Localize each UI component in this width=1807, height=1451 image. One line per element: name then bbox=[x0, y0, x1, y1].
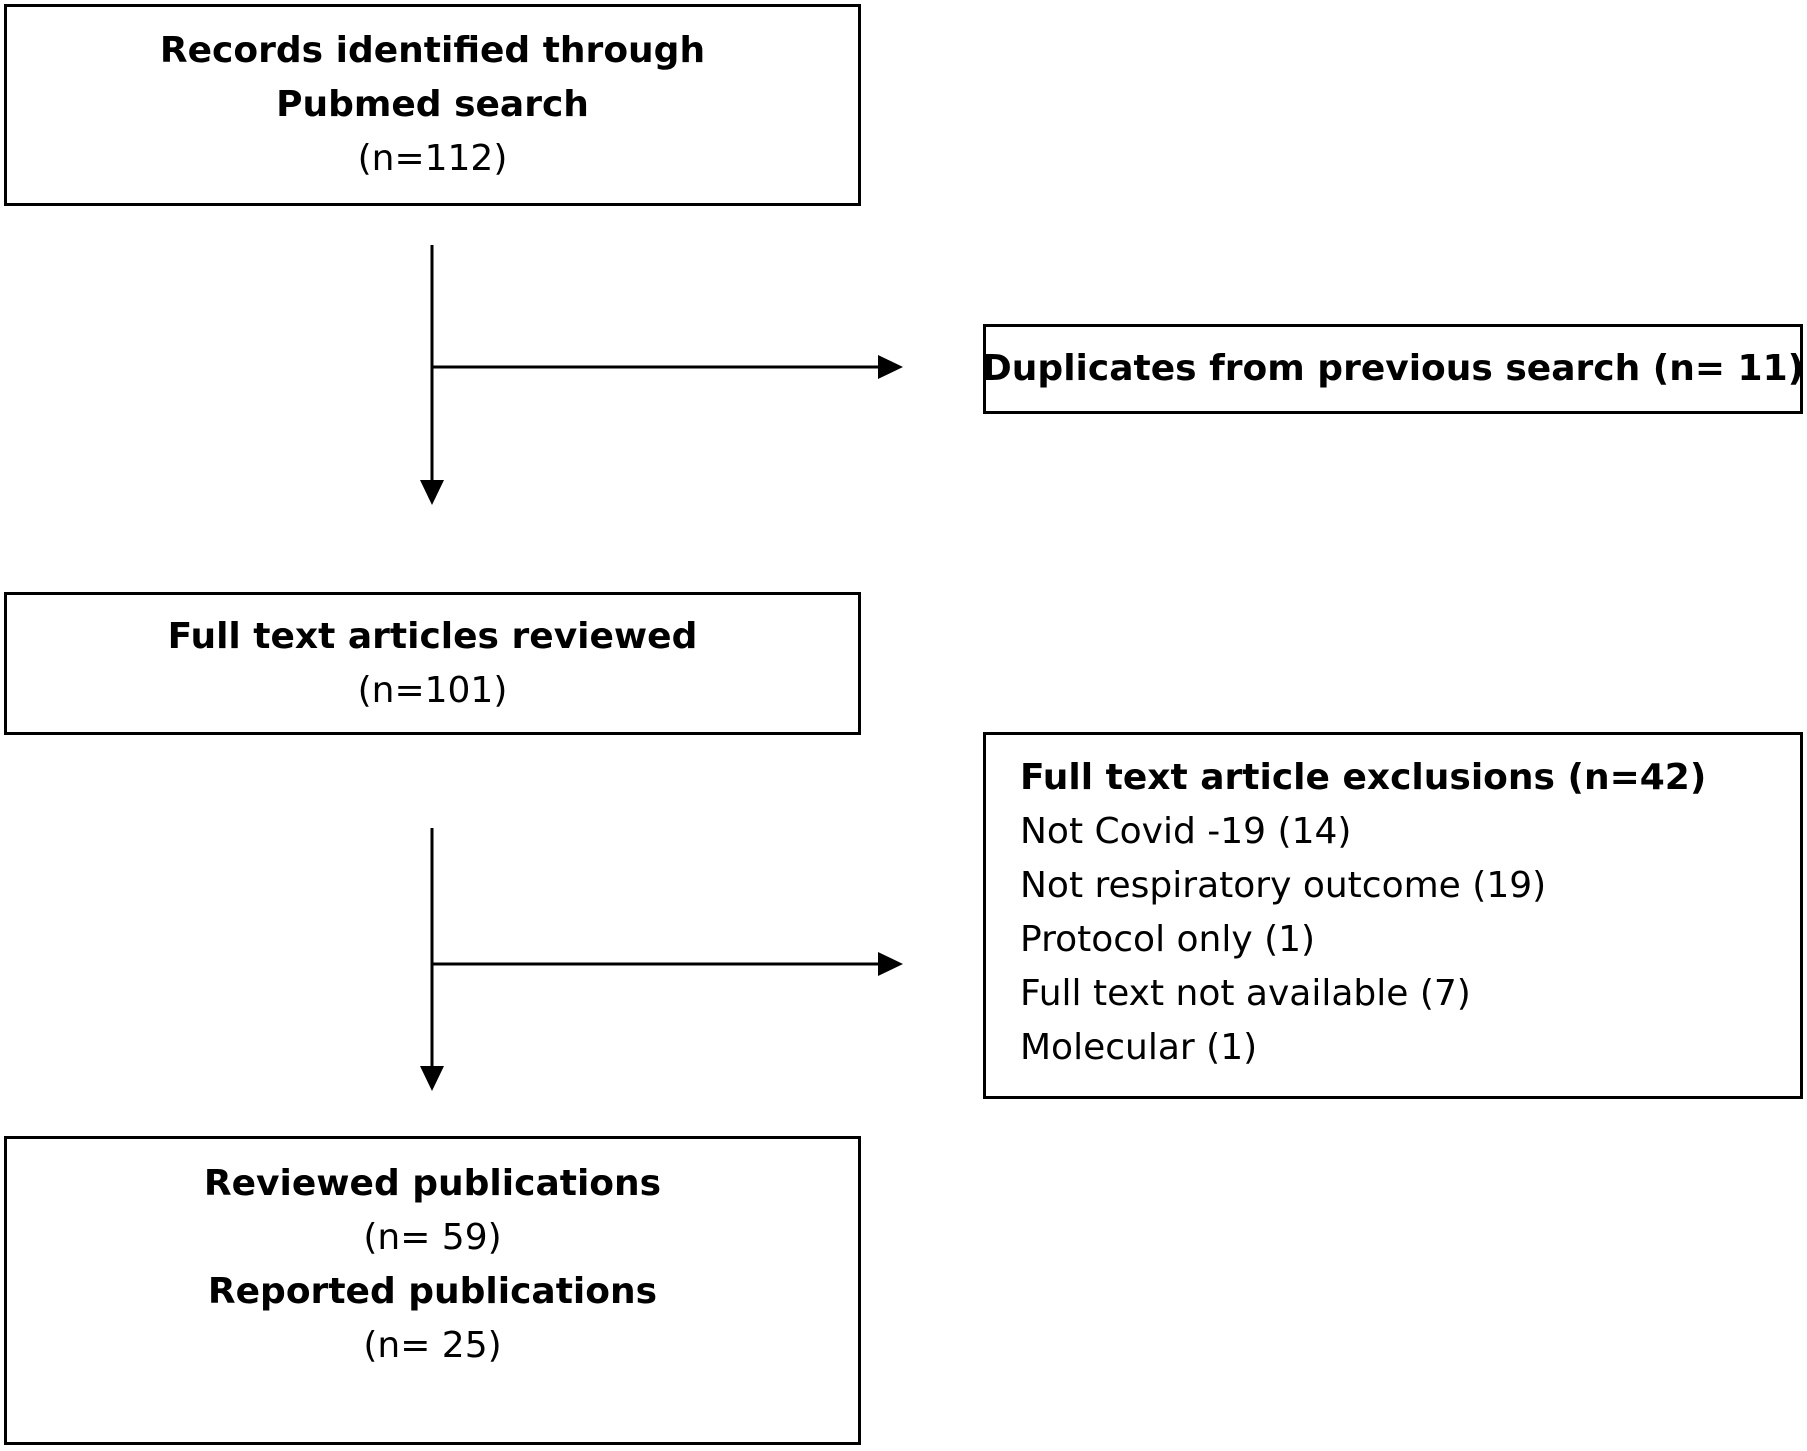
identification-title-line1: Records identified through bbox=[159, 30, 706, 71]
exclusion-reason: Not respiratory outcome (19) bbox=[1020, 865, 1547, 906]
full-text-review-title: Full text articles reviewed bbox=[167, 615, 698, 657]
exclusions-box: Full text article exclusions (n=42) Not … bbox=[983, 732, 1803, 1099]
full-text-review-count: (n=101) bbox=[357, 669, 508, 711]
identification-title-line2: Pubmed search bbox=[276, 84, 589, 125]
full-text-review-box: Full text articles reviewed (n=101) bbox=[4, 592, 861, 735]
arrow-head-down-2 bbox=[420, 1066, 444, 1091]
exclusion-reason: Not Covid -19 (14) bbox=[1020, 811, 1352, 852]
reviewed-publications-count: (n= 59) bbox=[363, 1217, 502, 1258]
duplicates-label: Duplicates from previous search (n= 11) bbox=[981, 348, 1805, 389]
reviewed-publications-title: Reviewed publications bbox=[203, 1163, 662, 1204]
arrow-head-right-2 bbox=[878, 952, 903, 976]
arrow-head-right-1 bbox=[878, 355, 903, 379]
exclusions-title: Full text article exclusions (n=42) bbox=[1020, 757, 1707, 798]
identification-box: Records identified through Pubmed search… bbox=[4, 4, 861, 206]
reported-publications-title: Reported publications bbox=[207, 1271, 658, 1312]
final-publications-box: Reviewed publications (n= 59) Reported p… bbox=[4, 1136, 861, 1445]
duplicates-box: Duplicates from previous search (n= 11) bbox=[981, 324, 1805, 414]
reported-publications-count: (n= 25) bbox=[363, 1325, 502, 1366]
arrow-head-down-1 bbox=[420, 480, 444, 505]
exclusion-reason: Molecular (1) bbox=[1020, 1027, 1258, 1068]
exclusion-reason: Full text not available (7) bbox=[1020, 973, 1471, 1014]
exclusion-reason: Protocol only (1) bbox=[1020, 919, 1316, 960]
identification-count: (n=112) bbox=[357, 138, 508, 179]
